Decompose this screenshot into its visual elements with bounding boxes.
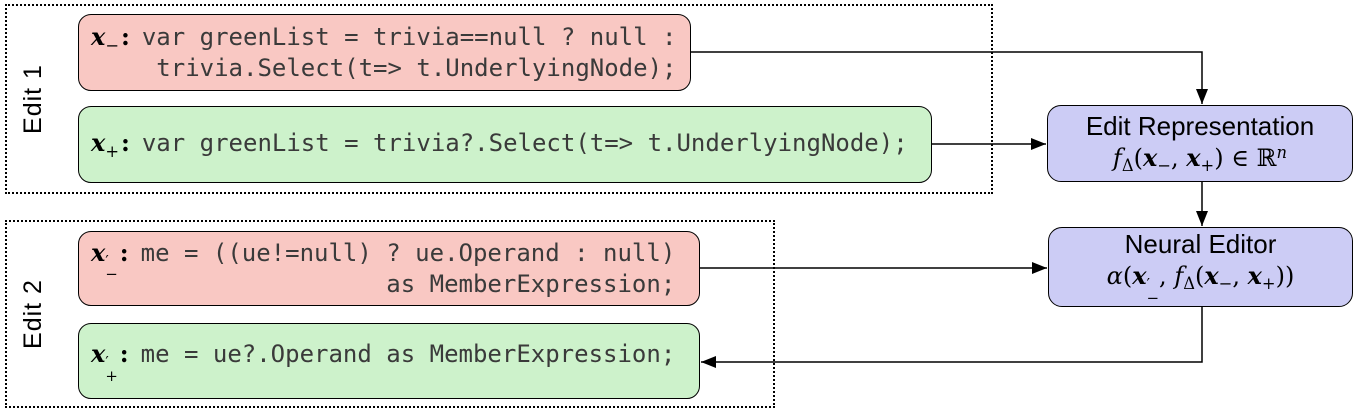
- code-row: x′−: me = ((ue!=null) ? ue.Operand : nul…: [91, 238, 675, 299]
- prime-mark: ′: [105, 251, 109, 270]
- edit-representation-formula: fΔ(x−, x+) ∈ ℝn: [1112, 143, 1288, 176]
- prime-mark: ′: [105, 353, 109, 372]
- code-line: as MemberExpression;: [140, 269, 676, 298]
- x-symbol: x: [91, 128, 106, 158]
- colon: :: [119, 339, 129, 369]
- x-symbol: x: [91, 21, 106, 51]
- code-text: var greenList = trivia?.Select(t=> t.Und…: [142, 128, 908, 159]
- x-symbol: x: [91, 339, 106, 369]
- code-row: x+: var greenList = trivia?.Select(t=> t…: [91, 128, 908, 161]
- code-row: x−: var greenList = trivia==null ? null …: [91, 22, 676, 83]
- edit-representation-box: Edit Representation fΔ(x−, x+) ∈ ℝn: [1047, 105, 1353, 182]
- code-line: var greenList = trivia==null ? null :: [141, 22, 677, 51]
- x-symbol: x: [91, 237, 106, 267]
- edit2-group-label: Edit 2: [19, 279, 47, 349]
- minus-subscript: −: [105, 265, 118, 284]
- code-line: trivia.Select(t=> t.UnderlyingNode);: [141, 53, 677, 82]
- x-prime-plus-label: x′+:: [91, 339, 129, 383]
- plus-subscript: +: [105, 141, 119, 161]
- plus-subscript: +: [105, 366, 118, 385]
- edit2-minus-code-box: x′−: me = ((ue!=null) ? ue.Operand : nul…: [78, 231, 700, 306]
- x-plus-label: x+:: [91, 128, 130, 161]
- minus-subscript: −: [105, 35, 119, 55]
- code-text: var greenList = trivia==null ? null : tr…: [142, 22, 677, 83]
- prime-minus-stack: ′−: [105, 251, 118, 284]
- colon: :: [120, 21, 130, 51]
- code-line: me = ((ue!=null) ? ue.Operand : null): [140, 238, 676, 267]
- code-text: me = ue?.Operand as MemberExpression;: [141, 339, 676, 370]
- code-line: me = ue?.Operand as MemberExpression;: [140, 340, 676, 369]
- x-prime-minus-label: x′−:: [91, 238, 129, 282]
- edit-representation-title: Edit Representation: [1085, 111, 1315, 142]
- code-line: var greenList = trivia?.Select(t=> t.Und…: [141, 129, 908, 158]
- neural-editor-title: Neural Editor: [1124, 229, 1277, 260]
- code-row: x′+: me = ue?.Operand as MemberExpressio…: [91, 339, 675, 383]
- arrow-neural-editor-to-edit2-plus: [701, 307, 1203, 368]
- neural-editor-formula: α(x′−, fΔ(x−, x+)): [1106, 261, 1295, 307]
- colon: :: [119, 237, 129, 267]
- prime-plus-stack: ′+: [105, 353, 118, 385]
- neural-editor-box: Neural Editor α(x′−, fΔ(x−, x+)): [1048, 227, 1353, 307]
- edit1-plus-code-box: x+: var greenList = trivia?.Select(t=> t…: [78, 106, 932, 183]
- edit1-minus-code-box: x−: var greenList = trivia==null ? null …: [78, 14, 691, 91]
- x-minus-label: x−:: [91, 22, 130, 55]
- edit1-group-label: Edit 1: [19, 64, 47, 134]
- edit2-plus-code-box: x′+: me = ue?.Operand as MemberExpressio…: [78, 323, 700, 399]
- code-text: me = ((ue!=null) ? ue.Operand : null) as…: [141, 238, 676, 299]
- colon: :: [120, 128, 130, 158]
